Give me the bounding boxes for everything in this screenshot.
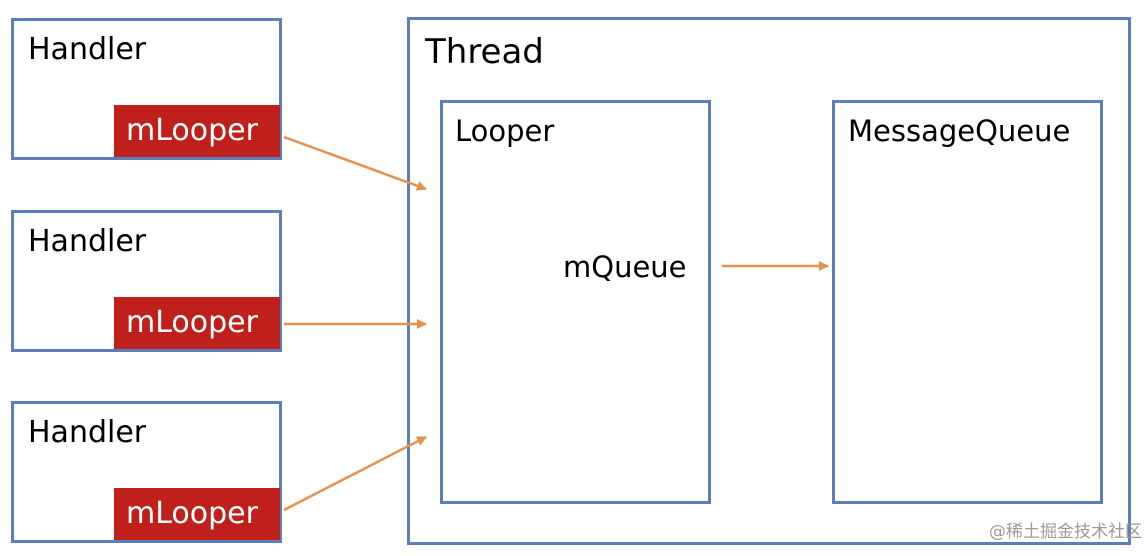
- arrow-handler1-to-thread: [283, 135, 427, 191]
- messagequeue-box: MessageQueue: [832, 100, 1103, 504]
- thread-label: Thread: [425, 32, 544, 72]
- looper-label: Looper: [455, 114, 555, 148]
- messagequeue-label: MessageQueue: [848, 114, 1071, 148]
- thread-box: Thread Looper mQueue MessageQueue: [407, 17, 1131, 545]
- handler-box-3: Handler mLooper: [11, 401, 282, 543]
- handler-label: Handler: [28, 224, 147, 259]
- handler-label: Handler: [28, 32, 147, 67]
- mlooper-field: mLooper: [114, 488, 280, 540]
- watermark: @稀土掘金技术社区: [989, 522, 1142, 542]
- handler-box-1: Handler mLooper: [11, 18, 282, 160]
- arrow-handler3-to-thread: [283, 435, 427, 512]
- mlooper-field: mLooper: [114, 105, 280, 157]
- mlooper-field: mLooper: [114, 297, 280, 349]
- looper-box: Looper mQueue: [440, 100, 711, 504]
- mqueue-field: mQueue: [563, 250, 687, 284]
- handler-box-2: Handler mLooper: [11, 210, 282, 352]
- handler-label: Handler: [28, 415, 147, 450]
